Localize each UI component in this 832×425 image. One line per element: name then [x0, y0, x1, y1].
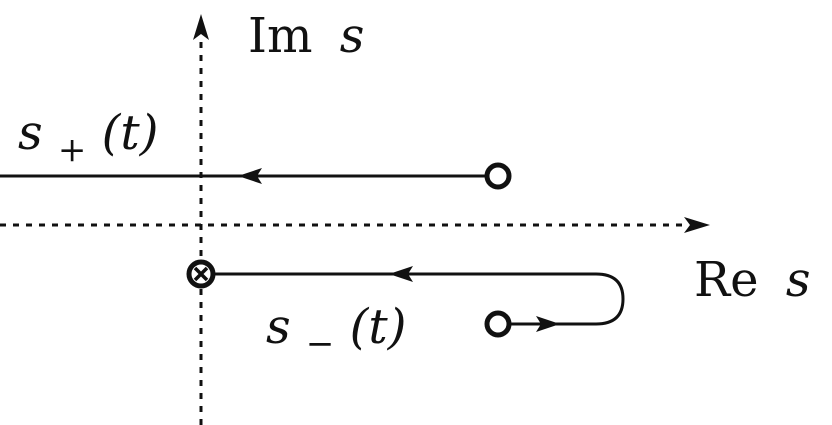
real-axis-label-prefix: Re — [694, 252, 759, 308]
upper-path-label-arg: (t) — [102, 105, 159, 161]
lower-path-direction-arrow-icon — [536, 316, 560, 332]
lower-path-label-arg: (t) — [350, 299, 407, 355]
imaginary-axis-arrow-icon — [193, 14, 209, 40]
upper-path-label-subscript: + — [58, 130, 87, 170]
real-axis-label: Re s — [694, 252, 810, 308]
upper-path-label-symbol: s — [18, 105, 43, 161]
upper-path-start-marker-icon — [484, 162, 512, 190]
real-axis-label-var: s — [786, 252, 811, 308]
imag-axis-label-prefix: Im — [248, 8, 312, 64]
circled-cross-end-icon — [186, 259, 216, 289]
lower-path-line — [213, 272, 625, 326]
lower-path-label-subscript: − — [306, 324, 335, 364]
lower-path-return-arrow-icon — [389, 266, 413, 282]
lower-path-label-symbol: s — [266, 299, 291, 355]
upper-path-direction-arrow-icon — [238, 168, 262, 184]
imag-axis-label: Im s — [248, 8, 364, 64]
imag-axis-label-var: s — [340, 8, 365, 64]
lower-path-start-marker-icon — [484, 310, 512, 338]
upper-path-label: s + (t) — [18, 105, 158, 173]
lower-path-label: s − (t) — [266, 299, 406, 367]
real-axis-arrow-icon — [684, 217, 710, 233]
